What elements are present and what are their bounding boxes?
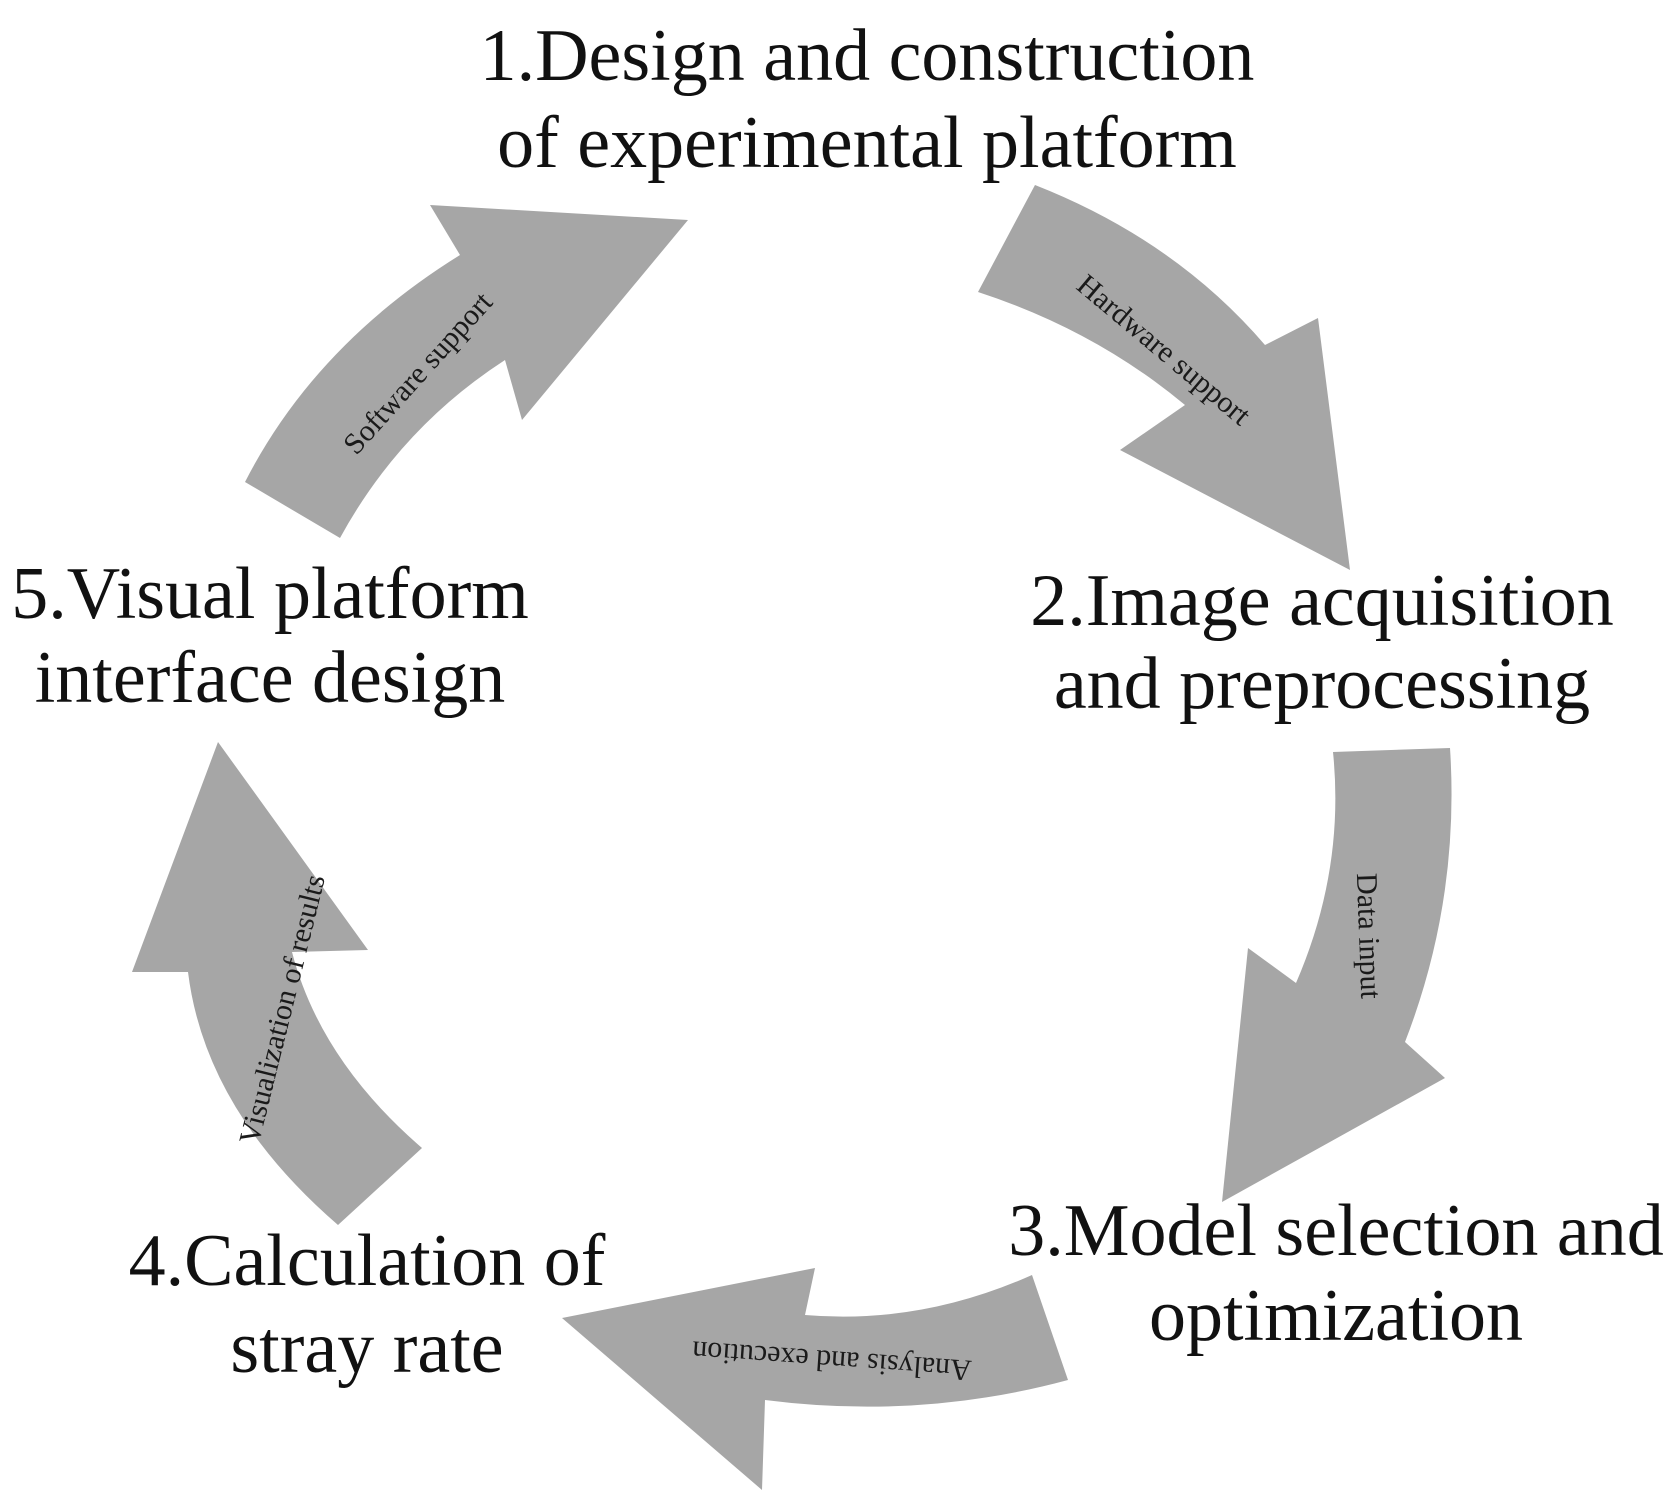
step-1-line-1: 1.Design and construction (480, 15, 1255, 97)
arrow-shape-analysis-and-execution (562, 1268, 1068, 1490)
step-4-line-2: stray rate (230, 1307, 503, 1389)
step-4: 4.Calculation of stray rate (129, 1220, 606, 1389)
arrow-visualization-of-results: Visualization of results (132, 742, 422, 1225)
step-3-line-1: 3.Model selection and (1008, 1190, 1664, 1272)
step-2-line-2: and preprocessing (1054, 643, 1590, 725)
arrow-shape-visualization-of-results (132, 742, 422, 1225)
step-1-line-2: of experimental platform (497, 102, 1237, 184)
step-2: 2.Image acquisition and preprocessing (1030, 560, 1614, 725)
step-5-line-1: 5.Visual platform (11, 553, 529, 635)
arrow-shape-hardware-support (978, 185, 1350, 570)
arrow-analysis-and-execution: Analysis and execution (562, 1268, 1068, 1490)
step-5: 5.Visual platform interface design (11, 553, 529, 719)
arrow-shape-software-support (245, 205, 688, 538)
arrow-data-input: Data input (1222, 748, 1452, 1202)
arrow-label-data-input: Data input (1350, 872, 1387, 1000)
arrow-software-support: Software support (245, 205, 688, 538)
step-2-line-1: 2.Image acquisition (1030, 560, 1614, 642)
step-3-line-2: optimization (1149, 1275, 1523, 1357)
step-1: 1.Design and construction of experimenta… (480, 15, 1255, 184)
arrow-shape-data-input (1222, 748, 1452, 1202)
step-3: 3.Model selection and optimization (1008, 1190, 1664, 1357)
step-4-line-1: 4.Calculation of (129, 1220, 606, 1302)
arrow-hardware-support: Hardware support (978, 185, 1350, 570)
step-5-line-2: interface design (35, 637, 506, 719)
